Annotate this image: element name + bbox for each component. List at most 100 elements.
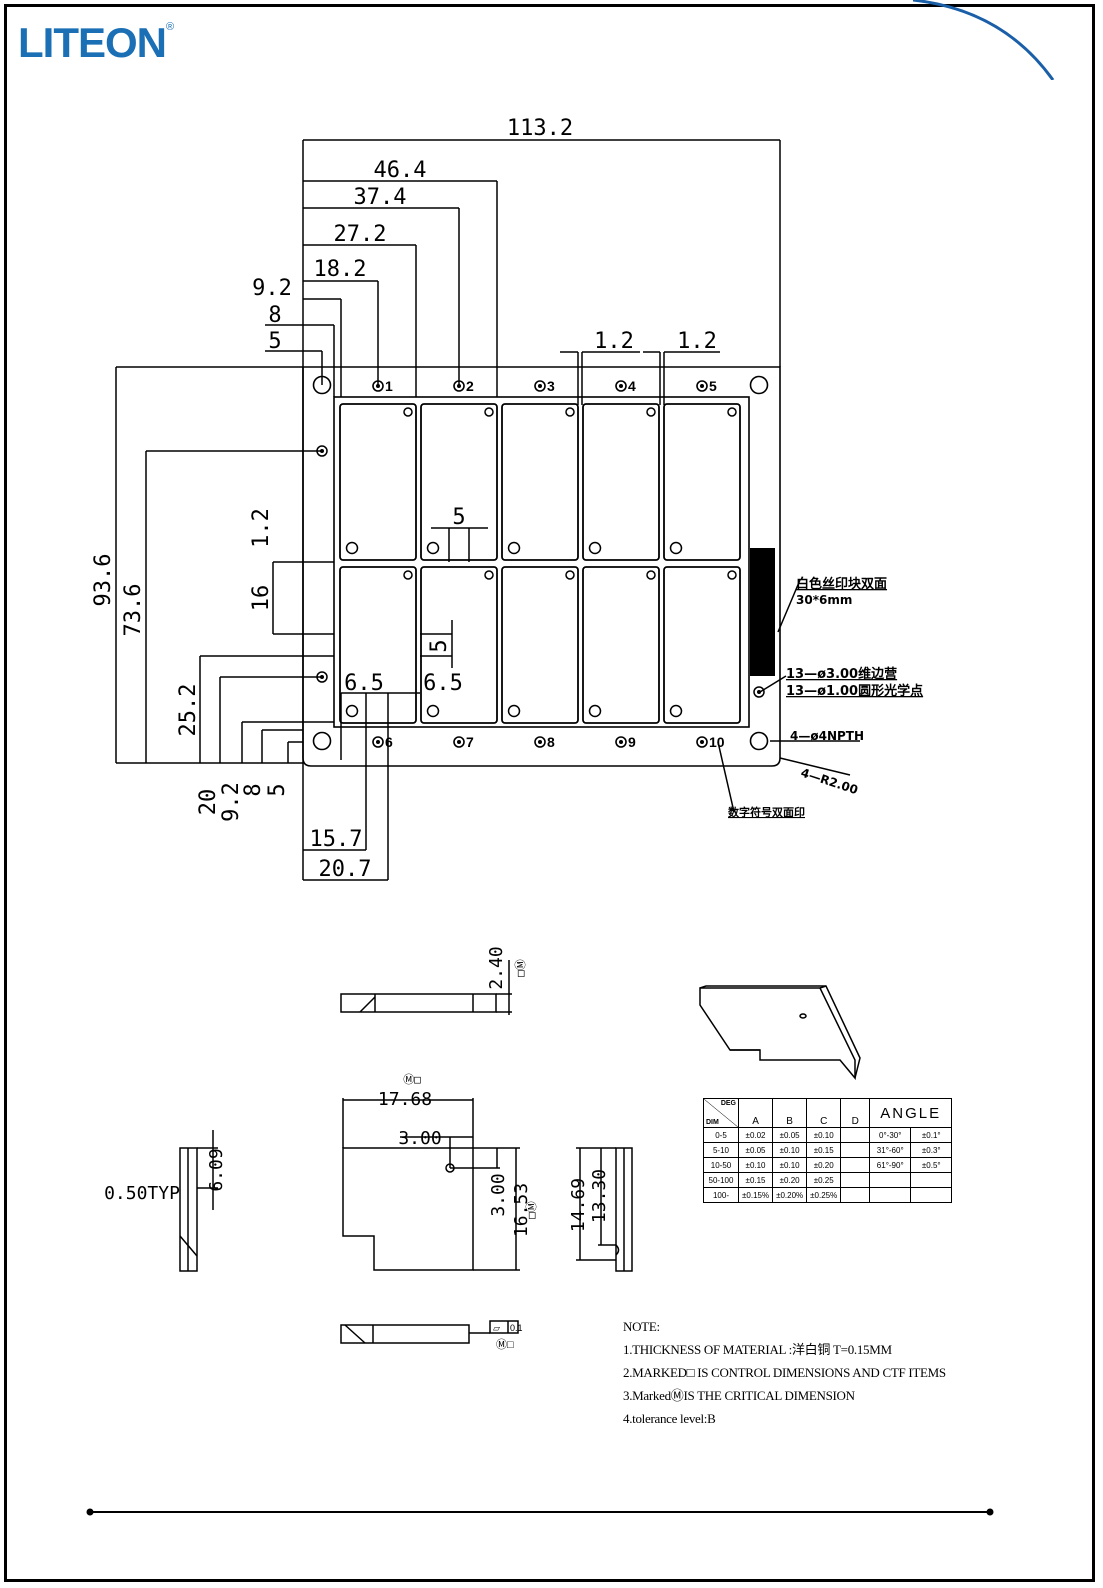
notes-block: NOTE: 1.THICKNESS OF MATERIAL :洋白铜 T=0.1…	[623, 1315, 946, 1430]
dim-label: 0.50TYP	[104, 1183, 180, 1204]
dim-label: 8	[268, 303, 281, 328]
npth-hole	[749, 375, 769, 395]
cavity-cell	[582, 566, 660, 724]
hole-number-label: 4	[628, 378, 636, 394]
dim-label: 1.2	[594, 329, 634, 354]
note-line: 2.MARKED□ IS CONTROL DIMENSIONS AND CTF …	[623, 1365, 946, 1380]
dim-label: 5	[452, 505, 465, 530]
hole-number-label: 8	[547, 734, 555, 750]
side-view-top	[340, 960, 512, 1015]
flatness-value: 0.1	[510, 1323, 523, 1333]
dim-label: 9.2	[252, 276, 292, 301]
table-cell: ±0.10	[772, 1142, 808, 1158]
angle-cell: 61°-90°	[869, 1157, 912, 1173]
hole-number-label: 10	[709, 734, 725, 750]
table-range-cell: 10-50	[703, 1157, 739, 1173]
hole-number-label: 7	[466, 734, 474, 750]
numbered-hole	[696, 736, 708, 748]
liteon-logo: LITEON®	[18, 19, 174, 66]
table-range-cell: 50-100	[703, 1172, 739, 1188]
numbered-hole-dot	[700, 384, 704, 388]
cavity-cell	[582, 403, 660, 561]
cell-hole	[403, 407, 413, 417]
dim-label: 37.4	[354, 185, 407, 210]
control-mark: □Ⓜ	[514, 959, 527, 977]
cavity-cells	[339, 403, 741, 724]
callout-label-size: 30*6mm	[796, 593, 852, 607]
npth-hole	[312, 731, 332, 751]
horizontal-dim-labels: 113.2 46.4 37.4 27.2 18.2 9.2 8 5 1.2 1.…	[252, 116, 717, 882]
callout-labels: 白色丝印块双面 30*6mm 13—ø3.00维边营 13—ø1.00圆形光学点…	[728, 576, 923, 819]
col-header-b: B	[772, 1098, 808, 1128]
hole-number-label: 6	[385, 734, 393, 750]
angle-header: ANGLE	[869, 1098, 953, 1128]
table-range-cell: 5-10	[703, 1142, 739, 1158]
table-row: 100-±0.15%±0.20%±0.25%	[703, 1187, 953, 1203]
cavity-cell	[501, 566, 579, 724]
numbered-hole-dot	[457, 740, 461, 744]
angle-cell: ±0.1°	[910, 1127, 953, 1143]
isometric-view	[699, 985, 861, 1081]
critical-mark: Ⓜ□	[496, 1338, 514, 1351]
cell-hole	[669, 704, 683, 718]
cell-hole	[727, 407, 737, 417]
dim-label: 13.30	[589, 1169, 610, 1223]
numbered-hole	[615, 736, 627, 748]
cell-hole	[403, 570, 413, 580]
table-cell: ±0.20	[772, 1172, 808, 1188]
col-header-c: C	[806, 1098, 842, 1128]
table-cell	[840, 1172, 871, 1188]
npth-hole	[749, 731, 769, 751]
note-line: 4.tolerance level:B	[623, 1411, 716, 1426]
angle-cell	[910, 1187, 953, 1203]
numbered-hole-dot	[376, 740, 380, 744]
bottom-rule	[86, 1508, 994, 1516]
table-cell: ±0.20	[806, 1157, 842, 1173]
dim-label: 93.6	[91, 554, 116, 607]
table-cell: ±0.20%	[772, 1187, 808, 1203]
corner-stripes-decoration	[913, 0, 1103, 80]
numbered-hole-dot	[538, 740, 542, 744]
table-cell: ±0.10	[772, 1157, 808, 1173]
dim-label: 25.2	[176, 684, 201, 737]
dim-label: 16.53	[511, 1183, 532, 1237]
dim-label: 5	[268, 329, 281, 354]
cell-hole	[426, 541, 440, 555]
callout-label-area: 白色丝印块双面	[796, 576, 887, 592]
cavity-cell	[663, 403, 741, 561]
table-cell: ±0.02	[737, 1127, 774, 1143]
cavity-cell	[501, 403, 579, 561]
cell-hole	[565, 407, 575, 417]
dim-label: 73.6	[121, 584, 146, 637]
drawing-frame	[4, 4, 1095, 1582]
dim-label: 17.68	[378, 1089, 432, 1110]
dim-label: 6.09	[206, 1148, 227, 1191]
cell-hole	[588, 704, 602, 718]
numbered-hole-dot	[619, 384, 623, 388]
right-side-view	[576, 1147, 633, 1272]
dim-label: 20	[196, 789, 221, 816]
numbered-hole	[372, 736, 384, 748]
table-cell	[840, 1127, 871, 1143]
cavity-cell	[339, 403, 417, 561]
dim-label: 20.7	[319, 857, 372, 882]
dim-label: 1.2	[677, 329, 717, 354]
dim-label: 1.2	[249, 508, 274, 548]
dim-label: 113.2	[507, 116, 573, 141]
numbered-hole	[534, 736, 546, 748]
inner-frame	[333, 396, 750, 728]
vertical-dim-labels: 93.6 73.6 1.2 16 5 25.2 20 9.2 8 5	[91, 508, 452, 822]
bottom-side-view	[340, 1320, 519, 1344]
table-cell: ±0.10	[737, 1157, 774, 1173]
table-range-cell: 0-5	[703, 1127, 739, 1143]
flatness-symbol: ▱	[493, 1323, 500, 1333]
hole-number-label: 9	[628, 734, 636, 750]
table-cell: ±0.10	[806, 1127, 842, 1143]
numbered-hole	[534, 380, 546, 392]
plan-view	[342, 1098, 520, 1271]
cell-hole	[345, 704, 359, 718]
cell-hole	[507, 704, 521, 718]
